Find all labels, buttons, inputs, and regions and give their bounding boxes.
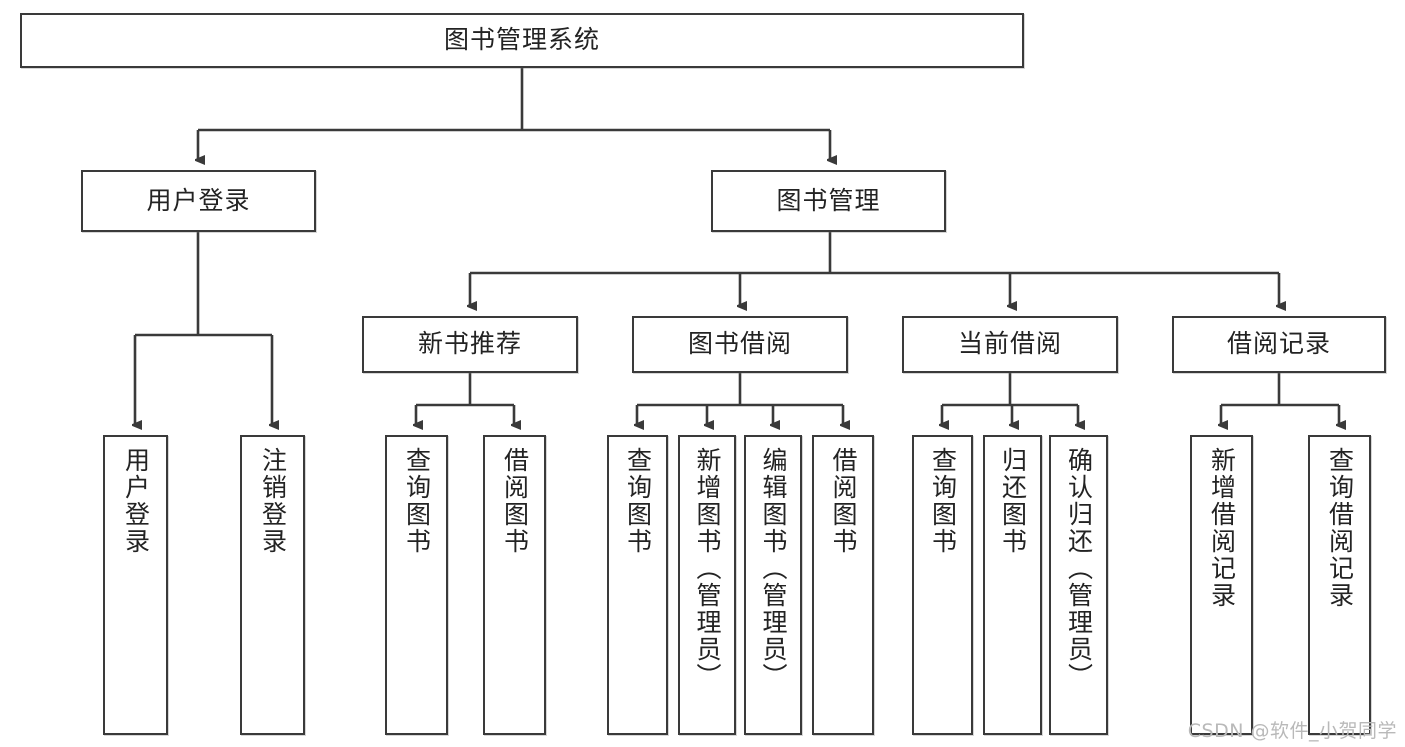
leaf-node[interactable]: 注销登录 — [240, 435, 305, 735]
leaf-node-label: 借阅图书 — [500, 447, 530, 555]
node-borrow-record-label: 借阅记录 — [1226, 329, 1331, 359]
leaf-node[interactable]: 编辑图书（管理员） — [744, 435, 802, 735]
leaf-node-label: 新增图书（管理员） — [693, 447, 722, 690]
leaf-node[interactable]: 查询图书 — [385, 435, 448, 735]
leaf-node-label: 确认归还（管理员） — [1064, 447, 1094, 690]
leaf-node-label: 借阅图书 — [829, 447, 858, 555]
leaf-node-label: 查询图书 — [402, 447, 432, 555]
leaf-node-label: 查询图书 — [623, 447, 653, 555]
node-current-borrow[interactable]: 当前借阅 — [902, 316, 1118, 373]
node-book-management[interactable]: 图书管理 — [711, 170, 946, 232]
leaf-node[interactable]: 借阅图书 — [812, 435, 874, 735]
node-root[interactable]: 图书管理系统 — [20, 13, 1024, 68]
leaf-node[interactable]: 确认归还（管理员） — [1049, 435, 1108, 735]
leaf-node[interactable]: 新增借阅记录 — [1190, 435, 1253, 735]
leaf-node-label: 编辑图书（管理员） — [759, 447, 788, 690]
node-user-login[interactable]: 用户登录 — [81, 170, 316, 232]
leaf-node[interactable]: 借阅图书 — [483, 435, 546, 735]
leaf-node[interactable]: 归还图书 — [983, 435, 1042, 735]
leaf-node[interactable]: 新增图书（管理员） — [678, 435, 736, 735]
leaf-node-label: 查询借阅记录 — [1325, 447, 1355, 609]
node-new-book-recommend[interactable]: 新书推荐 — [362, 316, 578, 373]
leaf-node-label: 查询图书 — [928, 447, 958, 555]
node-root-label: 图书管理系统 — [443, 25, 600, 55]
node-book-borrow-label: 图书借阅 — [687, 329, 792, 359]
node-borrow-record[interactable]: 借阅记录 — [1172, 316, 1386, 373]
node-new-book-recommend-label: 新书推荐 — [417, 329, 522, 359]
leaf-node-label: 用户登录 — [121, 447, 151, 555]
leaf-node[interactable]: 查询借阅记录 — [1308, 435, 1371, 735]
node-current-borrow-label: 当前借阅 — [957, 329, 1062, 359]
watermark: CSDN @软件_小贺同学 — [1187, 720, 1397, 742]
node-book-management-label: 图书管理 — [776, 185, 881, 215]
leaf-node-label: 归还图书 — [998, 447, 1028, 555]
leaf-node-label: 注销登录 — [258, 447, 288, 555]
node-user-login-label: 用户登录 — [146, 185, 251, 215]
node-book-borrow[interactable]: 图书借阅 — [632, 316, 848, 373]
leaf-node-label: 新增借阅记录 — [1207, 447, 1237, 609]
leaf-node[interactable]: 查询图书 — [607, 435, 668, 735]
leaf-node[interactable]: 用户登录 — [103, 435, 168, 735]
leaf-node[interactable]: 查询图书 — [912, 435, 973, 735]
